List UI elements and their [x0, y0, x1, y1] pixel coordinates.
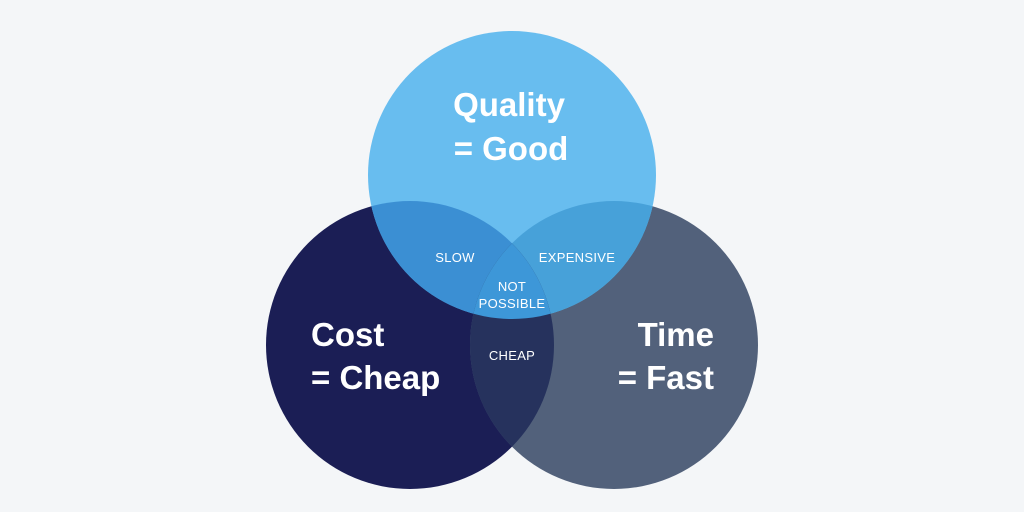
- overlap-quality-time: [470, 201, 656, 319]
- cost-subtitle: = Cheap: [311, 359, 440, 396]
- not-possible-line1: NOT: [498, 279, 526, 294]
- quality-subtitle: = Good: [454, 130, 569, 167]
- cost-title: Cost: [311, 316, 384, 353]
- slow-label: SLOW: [435, 250, 475, 265]
- cheap-label: CHEAP: [489, 348, 535, 363]
- overlap-quality-cost: [368, 201, 554, 319]
- quality-title: Quality: [453, 86, 566, 123]
- expensive-label: EXPENSIVE: [539, 250, 615, 265]
- time-subtitle: = Fast: [618, 359, 714, 396]
- not-possible-line2: POSSIBLE: [479, 296, 546, 311]
- time-title: Time: [638, 316, 714, 353]
